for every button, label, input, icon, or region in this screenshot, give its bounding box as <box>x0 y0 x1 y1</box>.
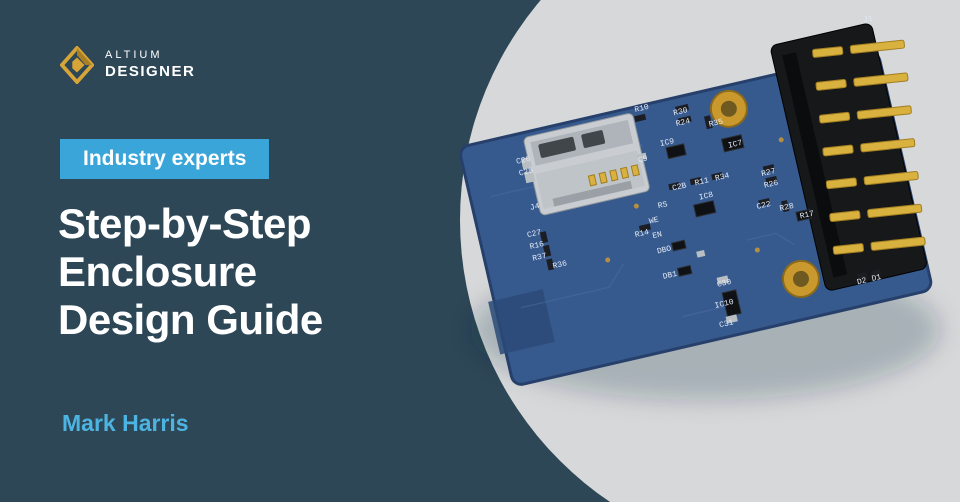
svg-text:C31: C31 <box>718 318 734 330</box>
svg-text:R14: R14 <box>634 228 650 240</box>
svg-text:C9: C9 <box>637 154 649 165</box>
svg-text:RS: RS <box>657 200 669 211</box>
title-line-3: Design Guide <box>58 295 323 343</box>
svg-text:R34: R34 <box>714 171 730 183</box>
svg-text:R30: R30 <box>673 106 689 118</box>
svg-text:IC10: IC10 <box>714 298 735 311</box>
logo-product-text: DESIGNER <box>105 63 196 81</box>
svg-text:DB1: DB1 <box>662 270 678 282</box>
author-name: Mark Harris <box>62 410 189 436</box>
svg-text:R16: R16 <box>529 240 545 252</box>
connector-pins <box>812 39 926 255</box>
svg-text:C26: C26 <box>515 155 531 167</box>
svg-text:R11: R11 <box>694 176 710 188</box>
mounting-hole-top <box>709 89 748 128</box>
svg-text:C25: C25 <box>518 166 534 178</box>
svg-text:D1: D1 <box>871 273 883 284</box>
svg-text:R36: R36 <box>552 259 568 271</box>
svg-text:IC9: IC9 <box>659 137 675 149</box>
svg-text:R26: R26 <box>763 179 779 191</box>
svg-text:WE: WE <box>648 215 660 226</box>
sd-card-slot <box>523 113 650 216</box>
svg-text:R28: R28 <box>779 202 795 214</box>
svg-text:IC8: IC8 <box>698 191 714 203</box>
svg-text:J1: J1 <box>862 14 874 25</box>
idc-connector <box>770 23 927 291</box>
large-ic-shadow <box>488 289 555 355</box>
svg-text:R17: R17 <box>799 209 815 221</box>
svg-text:C30: C30 <box>716 278 732 290</box>
svg-text:C27: C27 <box>526 228 542 240</box>
svg-text:J4: J4 <box>529 202 541 213</box>
altium-designer-logo: ALTIUM DESIGNER <box>60 46 195 84</box>
svg-text:R27: R27 <box>760 167 776 179</box>
svg-text:R37: R37 <box>532 252 548 264</box>
altium-logo-icon <box>60 46 94 84</box>
title-line-2: Enclosure <box>58 247 257 295</box>
title-line-1: Step-by-Step <box>58 200 312 247</box>
svg-text:IC7: IC7 <box>727 139 743 151</box>
page-title: Step-by-Step Enclosure Design Guide <box>58 200 323 344</box>
svg-text:D2: D2 <box>856 276 868 287</box>
pcb-components <box>520 103 882 324</box>
svg-text:R35: R35 <box>708 117 724 129</box>
svg-text:R24: R24 <box>675 117 691 129</box>
industry-experts-badge: Industry experts <box>60 139 270 179</box>
svg-text:R10: R10 <box>634 103 650 115</box>
svg-text:C22: C22 <box>756 200 772 212</box>
svg-text:DBO: DBO <box>656 244 672 256</box>
svg-text:C2B: C2B <box>671 181 687 193</box>
mounting-hole-bottom <box>781 259 820 298</box>
svg-text:EN: EN <box>652 230 664 241</box>
logo-brand-text: ALTIUM <box>105 48 163 61</box>
